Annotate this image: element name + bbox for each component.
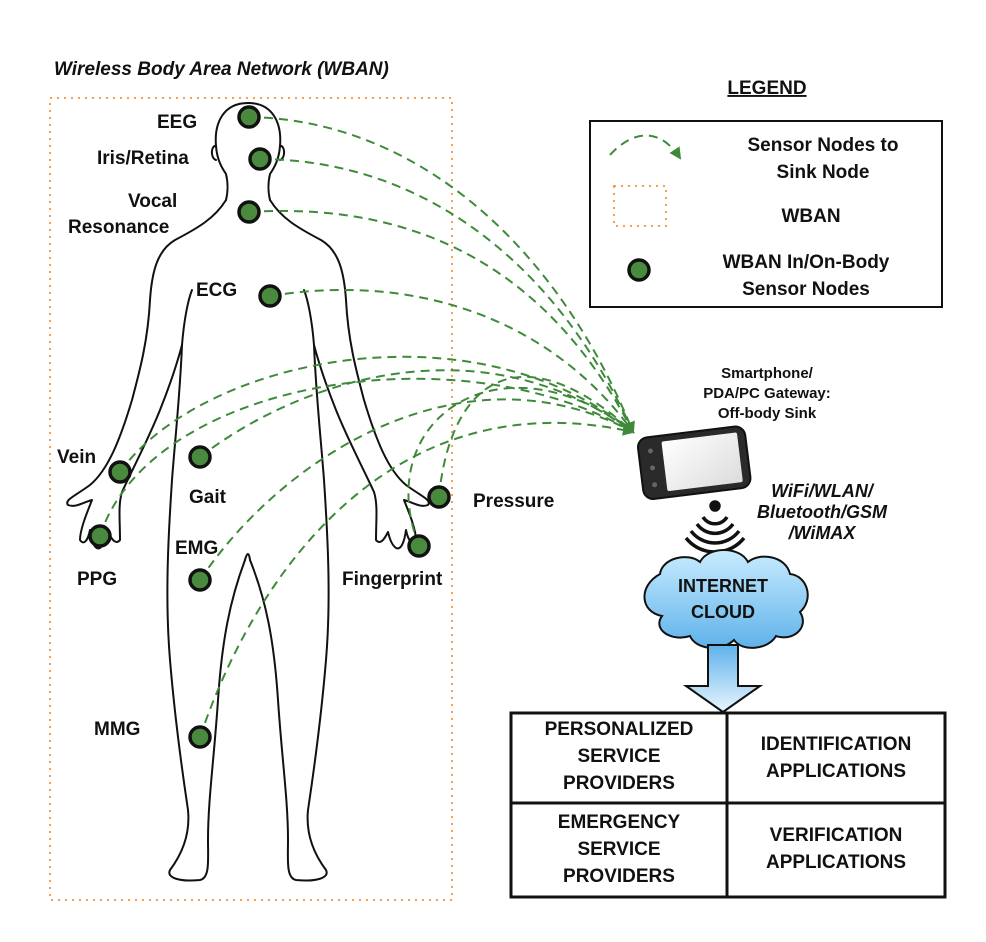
service-box-identification	[725, 711, 947, 805]
wireless-label: WiFi/WLAN/ Bluetooth/GSM /WiMAX	[757, 481, 888, 543]
link-ecg	[269, 288, 634, 433]
sensor-label-vocal-2: Resonance	[68, 217, 169, 238]
gateway-label: Smartphone/ PDA/PC Gateway: Off-body Sin…	[703, 365, 831, 422]
sensor-label-iris: Iris/Retina	[97, 148, 189, 169]
sensor-label-gait: Gait	[189, 487, 227, 508]
wireless-label-line-2: Bluetooth/GSM	[757, 502, 888, 522]
services-grid: PERSONALIZED SERVICE PROVIDERS IDENTIFIC…	[509, 711, 947, 899]
wireless-signal-icon	[684, 500, 746, 554]
legend-sensor-node-icon	[627, 258, 651, 282]
cloud-label-line-1: INTERNET	[678, 576, 768, 596]
sensor-node-eeg	[237, 105, 261, 129]
sensor-label-emg: EMG	[175, 538, 218, 559]
link-emg	[199, 398, 634, 581]
sensor-label-mmg: MMG	[94, 719, 140, 740]
service-emergency-line-1: EMERGENCY	[558, 812, 681, 833]
service-verification-line-2: APPLICATIONS	[766, 852, 906, 873]
down-arrow-icon	[682, 644, 764, 714]
legend-sensor-label-2: Sensor Nodes	[742, 279, 870, 300]
gateway-label-line-2: PDA/PC Gateway:	[703, 385, 831, 402]
legend-wban-icon	[613, 185, 667, 227]
sensor-label-ppg: PPG	[77, 569, 117, 590]
service-identification-line-1: IDENTIFICATION	[761, 734, 912, 755]
legend-link-arrow-icon	[609, 134, 682, 160]
sensor-links	[99, 116, 635, 738]
legend-link-label-1: Sensor Nodes to	[748, 135, 899, 156]
link-gait	[199, 369, 634, 458]
service-personalized-line-2: SERVICE	[577, 746, 660, 767]
sensor-node-mmg	[188, 725, 212, 749]
sensor-label-vocal-1: Vocal	[128, 191, 177, 212]
internet-cloud-icon: INTERNET CLOUD	[643, 549, 809, 649]
sensor-label-vein: Vein	[57, 447, 96, 468]
sensor-node-iris	[248, 147, 272, 171]
gateway-label-line-3: Off-body Sink	[718, 405, 817, 422]
wireless-label-line-1: WiFi/WLAN/	[771, 481, 875, 501]
link-iris	[259, 158, 634, 433]
link-eeg	[248, 116, 635, 434]
service-verification-line-1: VERIFICATION	[770, 825, 903, 846]
link-vocal	[248, 210, 634, 433]
sensor-label-ecg: ECG	[196, 280, 237, 301]
legend-sensor-label-1: WBAN In/On-Body	[723, 252, 890, 273]
sensor-nodes: EEGIris/RetinaVocalResonanceECGVeinGaitP…	[57, 105, 554, 749]
service-personalized-line-3: PROVIDERS	[563, 773, 675, 794]
sensor-node-ecg	[258, 284, 282, 308]
sensor-node-vein	[108, 460, 132, 484]
smartphone-icon	[636, 425, 752, 500]
service-emergency-line-3: PROVIDERS	[563, 866, 675, 887]
sensor-label-pressure: Pressure	[473, 491, 554, 512]
legend-wban-label: WBAN	[781, 206, 840, 227]
wireless-label-line-3: /WiMAX	[788, 523, 857, 543]
link-ppg	[99, 377, 634, 537]
link-fingerprint	[407, 386, 634, 547]
sensor-node-ppg	[88, 524, 112, 548]
service-box-verification	[725, 801, 947, 899]
sensor-node-pressure	[427, 485, 451, 509]
service-identification-line-2: APPLICATIONS	[766, 761, 906, 782]
sensor-node-emg	[188, 568, 212, 592]
link-pressure	[438, 375, 634, 498]
service-box-emergency	[509, 801, 729, 899]
cloud-label-line-2: CLOUD	[691, 602, 755, 622]
sensor-node-fingerprint	[407, 534, 431, 558]
service-personalized-line-1: PERSONALIZED	[545, 719, 694, 740]
sensor-node-vocal	[237, 200, 261, 224]
service-emergency-line-2: SERVICE	[577, 839, 660, 860]
link-vein	[119, 355, 635, 473]
sensor-label-fingerprint: Fingerprint	[342, 569, 443, 590]
legend-link-label-2: Sink Node	[777, 162, 870, 183]
link-mmg	[199, 421, 635, 738]
sensor-node-gait	[188, 445, 212, 469]
diagram-title: Wireless Body Area Network (WBAN)	[54, 59, 389, 80]
sensor-label-eeg: EEG	[157, 112, 197, 133]
gateway-label-line-1: Smartphone/	[721, 365, 814, 382]
legend-heading: LEGEND	[727, 78, 806, 99]
